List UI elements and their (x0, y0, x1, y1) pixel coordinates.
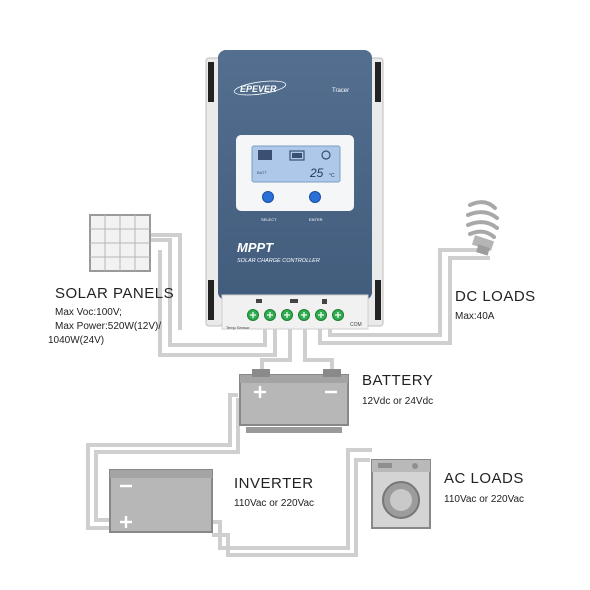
brand-logo: EPEVER (240, 84, 277, 94)
washing-machine-icon (371, 459, 431, 529)
controller-title: MPPT (237, 240, 274, 255)
terminal-legend (256, 299, 327, 304)
inverter-spec: 110Vac or 220Vac (234, 498, 315, 509)
solar-panels-spec-voc: Max Voc:100V; (55, 307, 122, 318)
lcd-reading: 25 (309, 166, 324, 180)
cfl-bulb-icon (466, 200, 499, 256)
dc-loads-spec: Max:40A (455, 311, 495, 322)
com-label: COM (350, 322, 362, 328)
solar-panels-title: SOLAR PANELS (55, 285, 175, 302)
ac-loads-title: AC LOADS (444, 470, 524, 487)
enter-button[interactable] (309, 191, 321, 203)
lcd-batt-label: BATT (257, 170, 267, 175)
battery-title: BATTERY (362, 372, 434, 389)
dc-load-wire-positive (328, 248, 485, 337)
battery-inverter-wire-1 (86, 393, 238, 530)
solar-panel-icon (89, 214, 151, 272)
battery-icon (239, 369, 349, 433)
lcd-unit: °C (329, 173, 335, 179)
inverter-icon (109, 469, 213, 533)
select-button-label: SELECT (261, 217, 277, 222)
battery-wire-positive (260, 325, 292, 372)
solar-wire-positive (148, 238, 267, 347)
solar-wire-negative (158, 250, 277, 357)
model-label: Tracer (332, 88, 349, 94)
lcd-screen (251, 145, 341, 183)
enter-button-label: ENTER (309, 217, 323, 222)
lcd-battery-icon (289, 150, 305, 161)
select-button[interactable] (262, 191, 274, 203)
wiring (86, 233, 490, 557)
inverter-ac-wire-2 (212, 448, 372, 550)
dc-load-wire-negative (318, 256, 490, 345)
ac-loads-spec: 110Vac or 220Vac (444, 494, 525, 505)
lcd-solar-icon (258, 150, 272, 160)
controller-subtitle: SOLAR CHARGE CONTROLLER (237, 258, 320, 264)
battery-wire-negative (303, 325, 334, 372)
solar-wire-top (150, 233, 182, 330)
dc-loads-title: DC LOADS (455, 288, 536, 305)
inverter-title: INVERTER (234, 475, 314, 492)
temp-sensor-label: Temp Sensor (226, 325, 250, 330)
inverter-ac-wire-1 (212, 458, 370, 557)
charge-controller: EPEVER Tracer BATT 25 °C SELECT ENTER MP… (205, 50, 384, 330)
terminal-block (247, 309, 344, 321)
battery-spec: 12Vdc or 24Vdc (362, 396, 434, 407)
solar-panels-spec-power: Max Power:520W(12V)/ (55, 321, 162, 332)
lcd-bulb-icon (321, 150, 331, 160)
solar-panels-spec-power-24v: 1040W(24V) (48, 335, 105, 346)
